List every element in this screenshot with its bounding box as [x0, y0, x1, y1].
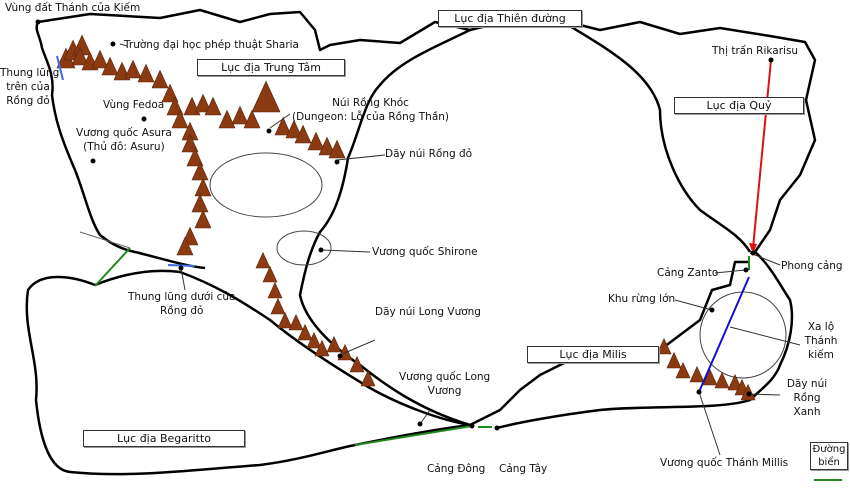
mountain-icon [297, 323, 313, 341]
mountain-icon [91, 49, 109, 69]
mountain-icon [166, 96, 184, 116]
mountain-icon [231, 105, 249, 125]
label-sharia: Trường đại học phép thuật Sharia [124, 39, 299, 51]
pass-routes [56, 55, 196, 267]
forest-circle [699, 291, 787, 379]
place-dots [35, 19, 774, 431]
coast-millis-north [469, 260, 748, 427]
mountain-icon [204, 96, 222, 116]
mountain-icon [137, 63, 155, 83]
label-east-port: Cảng Đông [427, 463, 486, 475]
mountain-icon [270, 297, 286, 315]
region-demon: Lục địa Quỷ [674, 97, 804, 114]
mountain-icon [689, 365, 705, 383]
label-red-dragon-mountains: Dãy núi Rồng đỏ [385, 148, 473, 160]
mountain-icon [267, 281, 283, 299]
label-wailing-dragon: Núi Rồng Khóc(Dungeon: Lỗ của Rồng Thần) [292, 97, 450, 123]
leader-lines [119, 43, 801, 456]
shirone-circle [276, 230, 332, 266]
mountain-icon [288, 313, 304, 331]
mountain-icon [666, 351, 682, 369]
region-heaven: Lục địa Thiên đường [438, 10, 582, 27]
region-millis: Lục địa Milis [527, 346, 659, 363]
mountain-icon [349, 355, 365, 373]
mountain-icon [702, 368, 718, 386]
label-millis-kingdom: Vương quốc Thánh Millis [660, 457, 789, 469]
mountain-icon [101, 56, 119, 76]
label-zanto: Cảng Zanto [657, 267, 719, 279]
sea-routes [94, 247, 842, 481]
mountain-icon [151, 69, 169, 89]
mountain-icon [274, 116, 292, 136]
mountain-icon [326, 335, 342, 353]
label-shirone: Vương quốc Shirone [372, 246, 478, 258]
mountain-icon [306, 331, 322, 349]
label-west-port: Cảng Tây [499, 463, 548, 475]
label-sword-sanctuary: Vùng đất Thánh của Kiếm [5, 2, 141, 14]
mountain-icon [255, 251, 271, 269]
coast-central-north [35, 21, 206, 270]
mountain-icon [243, 109, 261, 129]
label-great-forest: Khu rừng lớn [608, 293, 676, 305]
mountain-icon [218, 109, 236, 129]
mountain-icon [171, 109, 189, 129]
mountain-icon [124, 59, 142, 79]
mountain-icon [181, 133, 199, 153]
label-long-vuong-mountains: Dãy núi Long Vương [375, 306, 481, 318]
mountain-icon [360, 369, 376, 387]
label-asura: Vương quốc Asura(Thủ đô: Asuru) [76, 127, 172, 153]
coast-demon-west [559, 18, 752, 253]
mountain-icon [194, 209, 212, 229]
label-fedoa: Vùng Fedoa [103, 99, 165, 111]
mountain-icon [251, 80, 281, 113]
mountain-icon [194, 93, 212, 113]
mountain-ranges [56, 34, 756, 401]
central-lake [209, 152, 323, 218]
mountain-icon [191, 161, 209, 181]
mountain-icon [176, 236, 194, 256]
label-wind-port: Phong cảng [781, 260, 843, 272]
region-begaritto: Lục địa Begaritto [83, 430, 245, 447]
mountain-icon [191, 193, 209, 213]
red-route [752, 59, 772, 249]
mountain-icon [727, 373, 743, 391]
mountain-icon [328, 139, 346, 159]
mountain-icon [277, 311, 293, 329]
mountain-icon [714, 371, 730, 389]
region-central: Lục địa Trung Tâm [197, 59, 345, 76]
routes [56, 55, 842, 481]
mountain-icon [194, 177, 212, 197]
blue-route [698, 276, 750, 393]
mountain-icon [186, 147, 204, 167]
mountain-icon [656, 337, 672, 355]
mountain-icon [262, 265, 278, 283]
mountain-icon [161, 83, 179, 103]
mountain-icon [318, 136, 336, 156]
mountain-icon [294, 124, 312, 144]
mountain-icon [285, 119, 303, 139]
mountain-icon [71, 46, 89, 66]
label-rikarisu: Thị trấn Rikarisu [712, 45, 799, 57]
mountain-icon [314, 339, 330, 357]
mountain-icon [675, 361, 691, 379]
mountain-icon [307, 131, 325, 151]
coast-central-east [298, 28, 471, 427]
